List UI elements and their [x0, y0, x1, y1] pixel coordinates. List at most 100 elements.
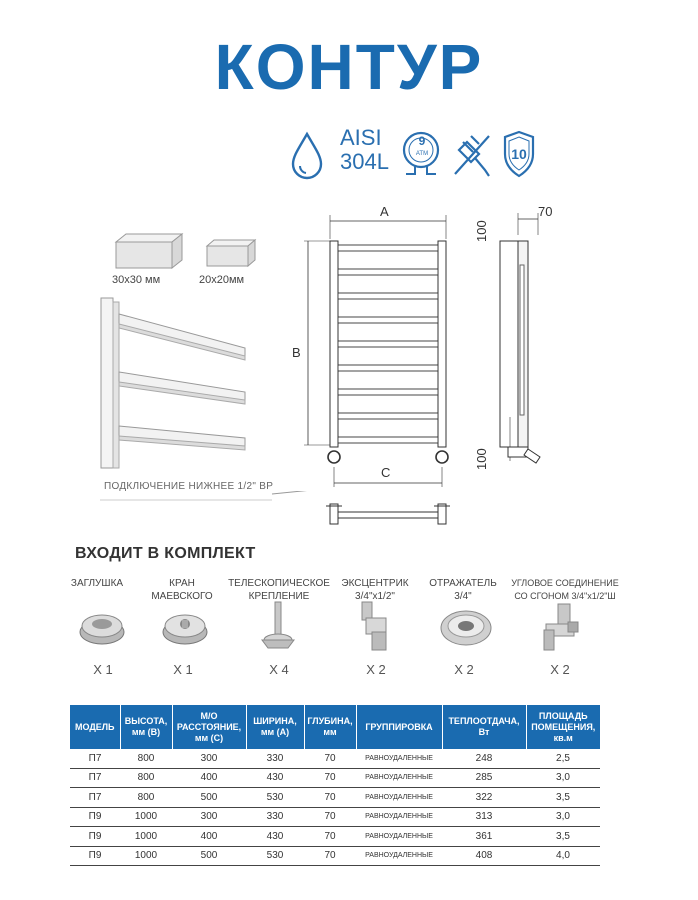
cell-grouping: РАВНОУДАЛЕННЫЕ [356, 768, 442, 788]
col-header-height: ВЫСОТА,мм (В) [120, 705, 173, 749]
profile-20x20-icon [201, 236, 261, 275]
kit-item-label: ТЕЛЕСКОПИЧЕСКОЕ КРЕПЛЕНИЕ [224, 577, 334, 603]
col-header-depth: ГЛУБИНА,мм [304, 705, 357, 749]
kit-item-line1: ЗАГЛУШКА [70, 578, 124, 589]
cell-grouping: РАВНОУДАЛЕННЫЕ [356, 787, 442, 808]
profile-30x30-icon [108, 228, 188, 279]
profile-large-label: 30x30 мм [112, 274, 161, 286]
cell-model: П9 [70, 807, 120, 827]
cell-heat-output: 313 [442, 807, 526, 827]
cell-depth: 70 [304, 787, 356, 808]
side-view-drawing [480, 205, 560, 485]
cell-model: П7 [70, 749, 120, 769]
cell-height: 1000 [120, 846, 172, 866]
material-line1: AISI [340, 125, 382, 150]
telescopic-mount-icon [258, 600, 298, 657]
warranty-shield-icon [499, 128, 539, 180]
header-line: мм [323, 727, 337, 737]
kit-item-label: ЗАГЛУШКА [42, 577, 152, 590]
cell-center-distance: 400 [172, 826, 246, 847]
pressure-unit: ATM [415, 151, 429, 157]
kit-item-qty: X 1 [93, 662, 113, 677]
header-line: мм (В) [131, 727, 161, 737]
corner-connector-icon [540, 600, 584, 659]
header-line: мм (А) [260, 727, 290, 737]
kit-item-label: УГЛОВОЕ СОЕДИНЕНИЕ СО СГОНОМ 3/4"х1/2"Ш [505, 577, 625, 603]
kit-item-line2: МАЕВСКОГО [151, 591, 213, 602]
kit-item-line1: ОТРАЖАТЕЛЬ [429, 578, 497, 589]
header-line: ТЕПЛООТДАЧА, [448, 716, 520, 726]
header-line: кв.м [553, 732, 573, 743]
water-drop-icon [287, 128, 327, 180]
col-header-width: ШИРИНА,мм (А) [246, 705, 305, 749]
kit-item-line2: 3/4"х1/2" [355, 591, 395, 602]
cell-heat-output: 285 [442, 768, 526, 788]
header-line: ВЫСОТА, [124, 716, 168, 726]
pressure-value: 9 [418, 134, 426, 148]
material-badge: AISI 304L [340, 126, 389, 174]
reflector-icon [439, 606, 493, 655]
cell-depth: 70 [304, 846, 356, 866]
kit-item-label: ЭКСЦЕНТРИК 3/4"х1/2" [320, 577, 430, 603]
kit-item-line2: СО СГОНОМ 3/4"х1/2"Ш [514, 591, 616, 601]
brand-logo: КОНТУР [214, 31, 484, 103]
kit-item-label: ОТРАЖАТЕЛЬ 3/4" [408, 577, 518, 603]
cell-heat-output: 248 [442, 749, 526, 769]
cell-width: 330 [246, 807, 304, 827]
kit-item-line1: КРАН [169, 578, 195, 589]
cell-center-distance: 500 [172, 846, 246, 866]
kit-item-line1: ТЕЛЕСКОПИЧЕСКОЕ [228, 578, 330, 589]
header-line: М/О [200, 710, 218, 721]
col-header-heat-output: ТЕПЛООТДАЧА,Вт [442, 705, 527, 749]
cell-height: 1000 [120, 807, 172, 827]
cell-grouping: РАВНОУДАЛЕННЫЕ [356, 826, 442, 847]
dimension-top-offset: 100 [474, 220, 489, 242]
rail-closeup-drawing [95, 296, 255, 476]
kit-item-qty: X 1 [173, 662, 193, 677]
top-view-drawing [324, 500, 454, 535]
kit-item-line2: 3/4" [454, 591, 472, 602]
cell-width: 430 [246, 826, 304, 847]
cell-depth: 70 [304, 768, 356, 788]
cell-heat-output: 361 [442, 826, 526, 847]
cell-width: 530 [246, 787, 304, 808]
kit-item-label: КРАН МАЕВСКОГО [127, 577, 237, 603]
cell-width: 430 [246, 768, 304, 788]
col-header-model: МОДЕЛЬ [70, 705, 121, 749]
cell-depth: 70 [304, 807, 356, 827]
cell-room-area: 3,0 [526, 768, 600, 788]
header-line: МОДЕЛЬ [74, 721, 115, 732]
header-line: ГЛУБИНА, [307, 716, 353, 726]
cell-width: 530 [246, 846, 304, 866]
kit-item-qty: X 2 [366, 662, 386, 677]
header-line: ПЛОЩАДЬ [538, 710, 588, 721]
dimension-depth: 70 [538, 204, 553, 219]
eccentric-fitting-icon [356, 600, 396, 659]
cell-model: П9 [70, 846, 120, 866]
header-line: РАССТОЯНИЕ, [176, 721, 242, 732]
cell-center-distance: 500 [172, 787, 246, 808]
cell-center-distance: 300 [172, 749, 246, 769]
cell-grouping: РАВНОУДАЛЕННЫЕ [356, 749, 442, 769]
cell-height: 800 [120, 768, 172, 788]
dimension-bottom-offset: 100 [474, 448, 489, 470]
kit-item-line1: ЭКСЦЕНТРИК [341, 578, 409, 589]
header-line: мм (С) [194, 732, 224, 743]
col-header-grouping: ГРУППИРОВКА [356, 705, 443, 749]
cell-center-distance: 300 [172, 807, 246, 827]
connection-label: ПОДКЛЮЧЕНИЕ НИЖНЕЕ 1/2" ВР [104, 481, 274, 492]
kit-item-line1: УГЛОВОЕ СОЕДИНЕНИЕ [511, 578, 619, 588]
cell-depth: 70 [304, 749, 356, 769]
cell-room-area: 4,0 [526, 846, 600, 866]
cell-height: 1000 [120, 826, 172, 847]
kit-item-qty: X 2 [454, 662, 474, 677]
kit-item-line2: КРЕПЛЕНИЕ [248, 591, 310, 602]
mayevsky-valve-icon [160, 606, 210, 653]
